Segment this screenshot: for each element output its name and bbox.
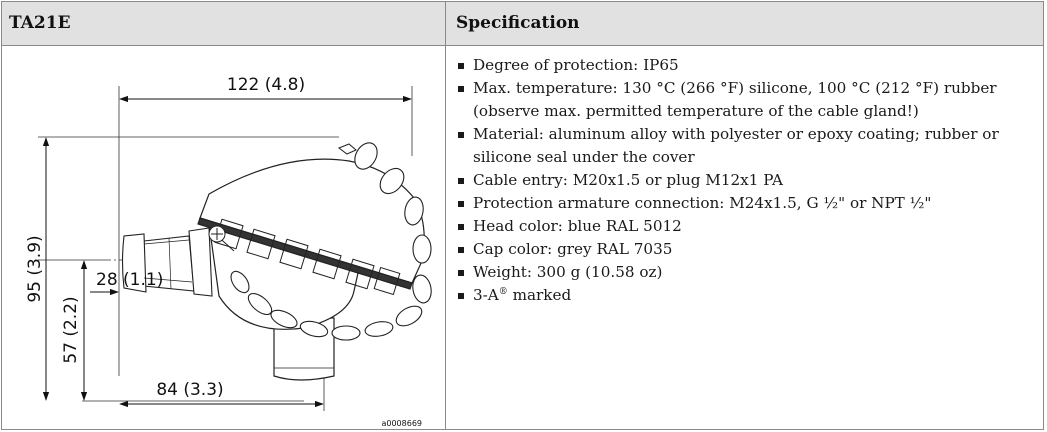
cover-cap <box>199 158 425 284</box>
cover-chain <box>230 142 432 341</box>
bullet-icon <box>458 247 464 253</box>
spec-item: Weight: 300 g (10.58 oz) <box>457 261 1042 284</box>
bullet-icon <box>458 86 464 92</box>
table-header: TA21E Specification <box>2 2 1043 46</box>
header-specification: Specification <box>456 13 580 33</box>
ground-screw-icon <box>208 225 226 243</box>
specification-list: Degree of protection: IP65 Max. temperat… <box>457 54 1042 307</box>
spec-item: Cable entry: M20x1.5 or plug M12x1 PA <box>457 169 1042 192</box>
header-model: TA21E <box>9 13 71 33</box>
cable-gland <box>121 227 213 297</box>
bullet-icon <box>458 178 464 184</box>
axis-height-label: 57 (2.2) <box>61 296 81 363</box>
base-width-label: 84 (3.3) <box>156 380 223 400</box>
height-label: 95 (3.9) <box>25 235 45 302</box>
bullet-icon <box>458 270 464 276</box>
bullet-icon <box>458 224 464 230</box>
bullet-icon <box>458 63 464 69</box>
top-screw <box>337 143 357 155</box>
spec-item: 3-A® marked <box>457 284 1042 307</box>
bullet-icon <box>458 293 464 299</box>
dimension-drawing: 122 (4.8) 95 (3.9) 57 (2.2) 28 (1.1) 84 … <box>25 75 432 428</box>
spec-item: Degree of protection: IP65 <box>457 54 1042 77</box>
spec-item: Max. temperature: 130 °C (266 °F) silico… <box>457 77 1042 123</box>
spec-item: Head color: blue RAL 5012 <box>457 215 1042 238</box>
spec-item: Cap color: grey RAL 7035 <box>457 238 1042 261</box>
figure-code: a0008669 <box>381 419 422 428</box>
column-divider <box>445 2 446 429</box>
entry-offset-label: 28 (1.1) <box>96 270 163 290</box>
bullet-icon <box>458 132 464 138</box>
bullet-icon <box>458 201 464 207</box>
spec-item: Protection armature connection: M24x1.5,… <box>457 192 1042 215</box>
housing-body <box>197 143 425 381</box>
spec-item: Material: aluminum alloy with polyester … <box>457 123 1042 169</box>
registered-mark: ® <box>498 287 508 297</box>
width-label: 122 (4.8) <box>227 75 305 95</box>
